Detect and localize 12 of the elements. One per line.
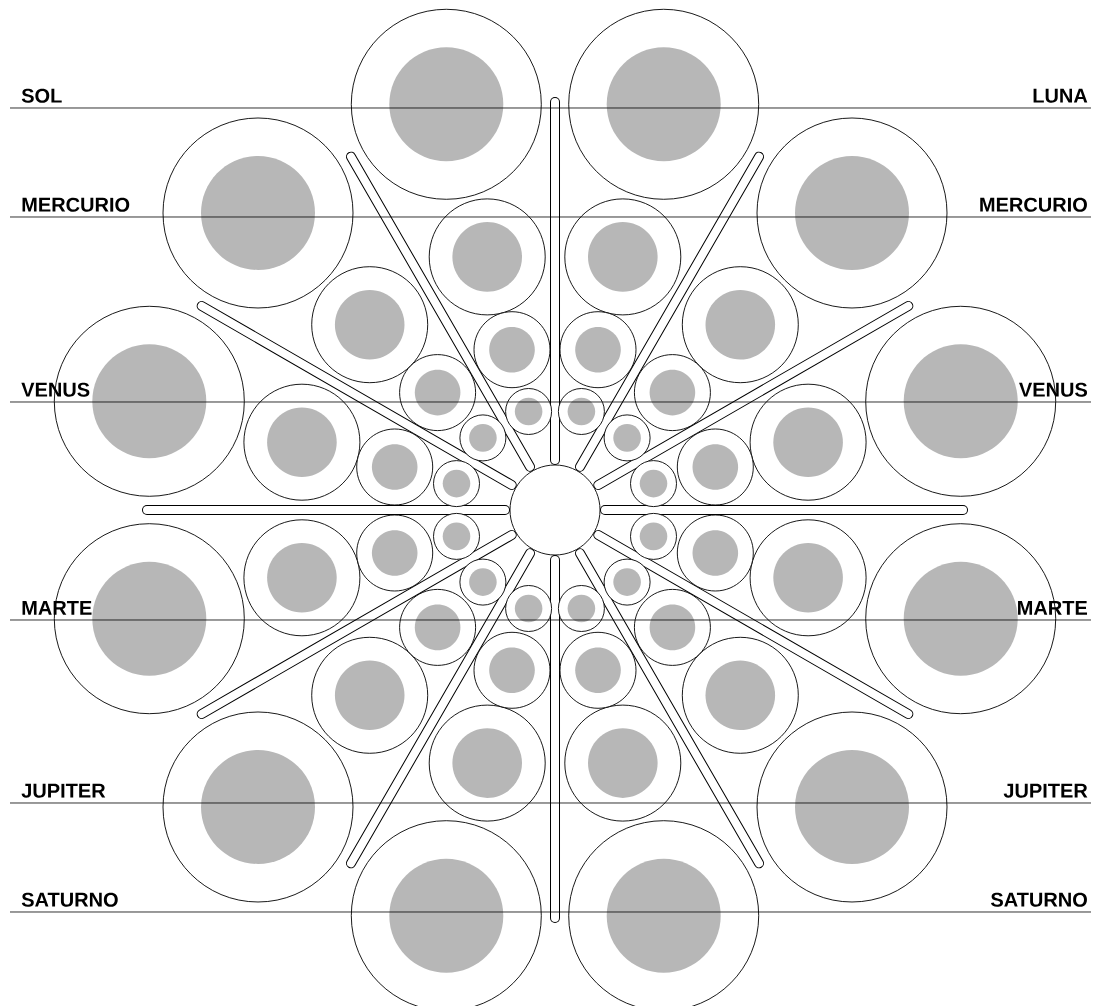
planet-label: JUPITER <box>1003 783 1088 798</box>
planet-label: SATURNO <box>21 892 118 907</box>
planet-label: MERCURIO <box>22 197 130 212</box>
planet-label: JUPITER <box>21 783 106 798</box>
planet-label: VENUS <box>21 382 90 397</box>
planet-label: MERCURIO <box>980 197 1087 212</box>
planet-label: SOL <box>21 88 62 103</box>
planet-label: VENUS <box>1019 382 1087 397</box>
planet-label: MARTE <box>22 601 92 615</box>
planet-label: SATURNO <box>991 892 1087 907</box>
planet-label: LUNA <box>1033 88 1088 103</box>
planet-label: MARTE <box>1018 601 1087 615</box>
